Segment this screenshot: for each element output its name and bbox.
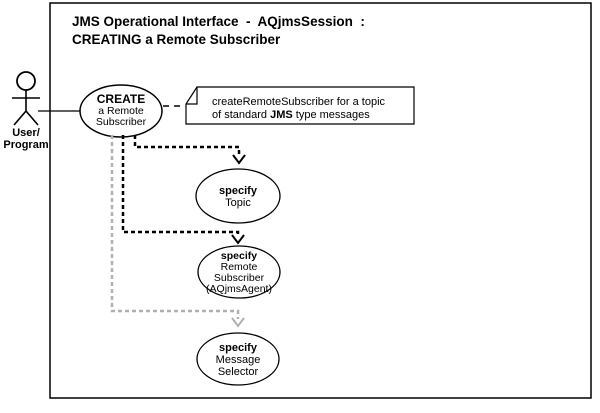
note-text-line2: of standard JMS type messages [212, 109, 370, 121]
diagram-title-line2: CREATING a Remote Subscriber [72, 32, 281, 47]
dependency-create-to-topic [133, 135, 241, 156]
actor-figure [12, 71, 40, 126]
dependency-create-to-message-selector [110, 135, 240, 319]
specify-topic-line1: specify [219, 185, 258, 197]
specify-remote-subscriber-line3: Subscriber [214, 272, 265, 284]
specify-remote-subscriber-line2: Remote [221, 261, 258, 273]
specify-message-selector-line3: Selector [218, 366, 259, 378]
specify-message-selector-line1: specify [219, 342, 258, 354]
arrowhead-topic-icon [232, 154, 246, 165]
note-fold-corner [186, 87, 198, 105]
use-case-specify-message-selector-ellipse [196, 332, 280, 386]
note-box [185, 86, 415, 125]
use-case-create-line1: CREATE [97, 92, 145, 106]
note-text-line2-bold: JMS [270, 109, 293, 121]
specify-remote-subscriber-line1: specify [221, 250, 257, 262]
specify-message-selector-line2: Message [216, 354, 261, 366]
note-text-line2-pre: of standard [212, 109, 270, 121]
actor-left-leg [13, 110, 27, 126]
dependency-create-to-remote-subscriber [121, 135, 240, 237]
actor-head [16, 71, 36, 91]
use-case-specify-remote-subscriber-ellipse [197, 245, 281, 299]
actor-right-leg [25, 110, 39, 126]
actor-label-line2: Program [3, 139, 48, 151]
use-case-specify-topic-ellipse [195, 168, 281, 224]
actor-label-line1: User/ [12, 127, 40, 139]
note-text-line2-post: type messages [293, 109, 371, 121]
note-text-line1: createRemoteSubscriber for a topic [212, 96, 386, 108]
use-case-create-line2: a Remote [98, 105, 144, 117]
diagram-title-line1: JMS Operational Interface - AQjmsSession… [72, 14, 365, 29]
specify-topic-line2: Topic [225, 197, 251, 209]
arrowhead-message-selector-icon [231, 317, 245, 328]
use-case-create-ellipse [79, 84, 163, 138]
arrowhead-remote-subscriber-icon [231, 234, 245, 245]
diagram-border [49, 2, 592, 399]
specify-remote-subscriber-line4: (AQjmsAgent) [206, 283, 272, 295]
use-case-create-line3: Subscriber [96, 116, 147, 128]
